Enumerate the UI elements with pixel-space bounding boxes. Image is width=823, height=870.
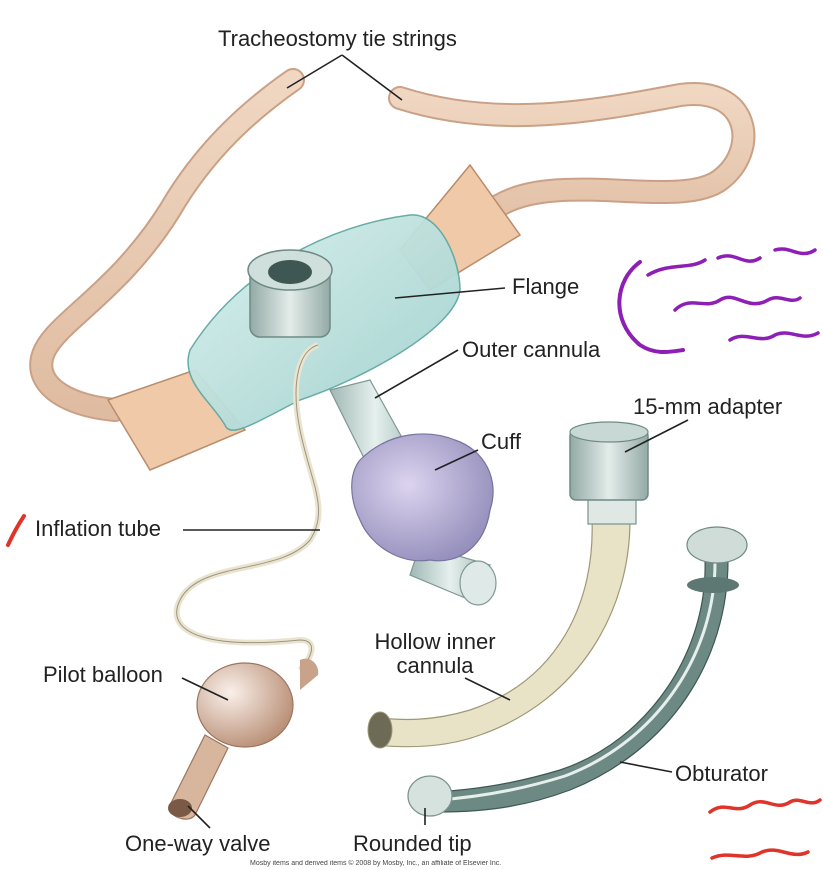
label-flange: Flange	[512, 274, 580, 299]
pilot-balloon-shape	[196, 658, 319, 748]
label-tie-strings: Tracheostomy tie strings	[218, 26, 457, 51]
cannula-hub	[247, 249, 333, 338]
leader-lines	[181, 54, 689, 829]
label-pilot-balloon: Pilot balloon	[43, 662, 163, 687]
label-cuff: Cuff	[481, 429, 521, 454]
label-inner-cannula-line1: Hollow inner	[374, 629, 496, 654]
inner-cannula-shape	[367, 421, 649, 749]
label-inner-cannula: Hollow inner cannula	[355, 629, 515, 679]
handwritten-annotations	[6, 247, 822, 860]
label-rounded-tip: Rounded tip	[353, 831, 472, 856]
obturator-shape	[407, 526, 748, 817]
one-way-valve-shape	[168, 734, 229, 820]
cuff-shape	[351, 433, 494, 562]
label-one-way-valve: One-way valve	[125, 831, 271, 856]
label-inner-cannula-line2: cannula	[396, 653, 474, 679]
tie-strings	[29, 68, 756, 422]
copyright-credit: Mosby items and derived items © 2008 by …	[250, 860, 502, 867]
label-outer-cannula: Outer cannula	[462, 337, 601, 362]
label-adapter: 15-mm adapter	[633, 394, 783, 419]
label-inflation-tube: Inflation tube	[35, 516, 161, 541]
label-obturator: Obturator	[675, 761, 768, 786]
